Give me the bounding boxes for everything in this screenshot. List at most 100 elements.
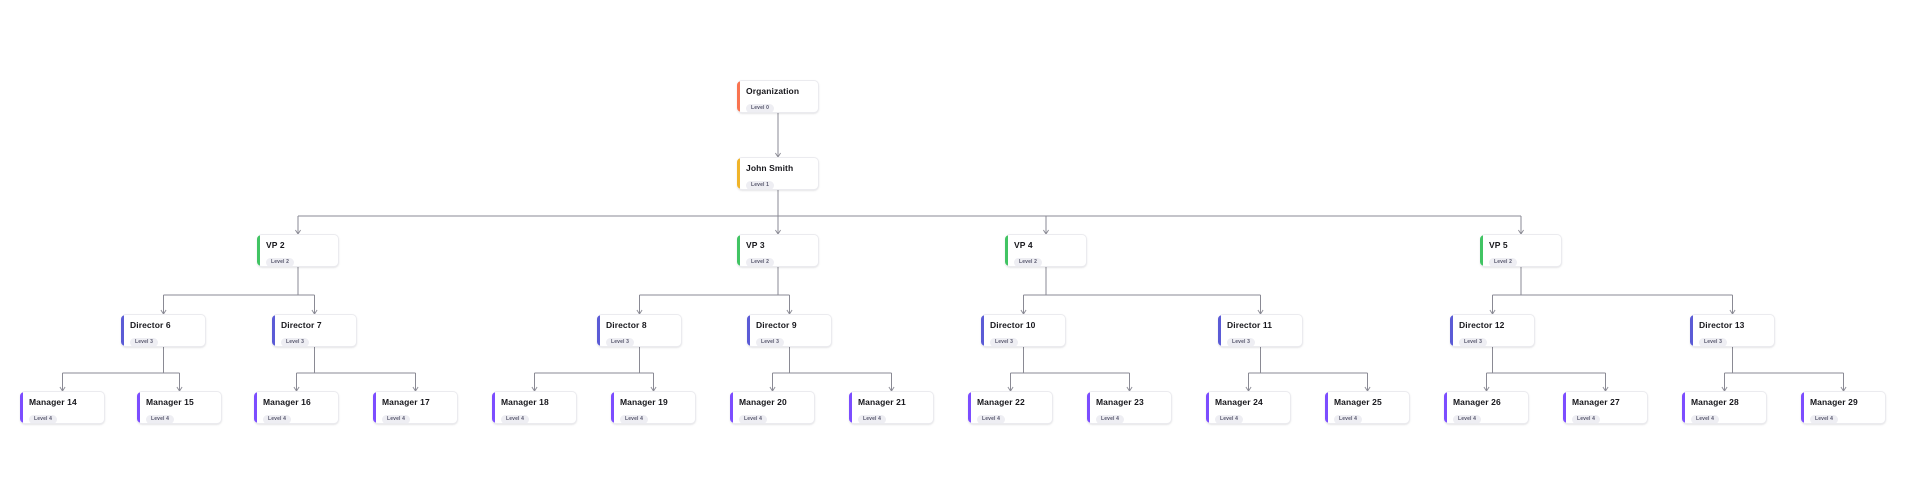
node-level-badge: Level 4 xyxy=(858,414,887,423)
node-accent-bar xyxy=(968,392,971,423)
node-accent-bar xyxy=(849,392,852,423)
org-node-n3[interactable]: VP 3 Level 2 xyxy=(737,234,819,267)
node-accent-bar xyxy=(1801,392,1804,423)
node-title: Manager 23 xyxy=(1096,397,1144,407)
node-title: Manager 15 xyxy=(146,397,194,407)
org-node-n9[interactable]: Director 9 Level 3 xyxy=(747,314,832,347)
node-accent-bar xyxy=(492,392,495,423)
org-node-n2[interactable]: VP 2 Level 2 xyxy=(257,234,339,267)
node-title: Manager 24 xyxy=(1215,397,1263,407)
node-accent-bar xyxy=(20,392,23,423)
node-level-badge: Level 3 xyxy=(1227,337,1256,346)
node-title: Manager 21 xyxy=(858,397,906,407)
node-level-badge: Level 3 xyxy=(130,337,159,346)
node-level-badge: Level 3 xyxy=(990,337,1019,346)
org-node-n8[interactable]: Director 8 Level 3 xyxy=(597,314,682,347)
node-accent-bar xyxy=(373,392,376,423)
node-accent-bar xyxy=(611,392,614,423)
org-node-n6[interactable]: Director 6 Level 3 xyxy=(121,314,206,347)
node-accent-bar xyxy=(257,235,260,266)
node-accent-bar xyxy=(1682,392,1685,423)
node-title: Manager 22 xyxy=(977,397,1025,407)
node-accent-bar xyxy=(1480,235,1483,266)
node-title: Manager 17 xyxy=(382,397,430,407)
node-title: VP 5 xyxy=(1489,240,1508,250)
node-level-badge: Level 3 xyxy=(281,337,310,346)
node-level-badge: Level 2 xyxy=(266,257,295,266)
node-title: John Smith xyxy=(746,163,794,173)
org-node-n29[interactable]: Manager 29 Level 4 xyxy=(1801,391,1886,424)
node-accent-bar xyxy=(1444,392,1447,423)
node-level-badge: Level 3 xyxy=(1699,337,1728,346)
org-node-n15[interactable]: Manager 15 Level 4 xyxy=(137,391,222,424)
node-title: Director 9 xyxy=(756,320,797,330)
node-accent-bar xyxy=(1087,392,1090,423)
node-title: Director 6 xyxy=(130,320,171,330)
org-node-n13[interactable]: Director 13 Level 3 xyxy=(1690,314,1775,347)
node-level-badge: Level 4 xyxy=(1334,414,1363,423)
node-level-badge: Level 0 xyxy=(746,103,775,112)
node-level-badge: Level 1 xyxy=(746,180,775,189)
node-accent-bar xyxy=(981,315,984,346)
node-level-badge: Level 4 xyxy=(1215,414,1244,423)
node-title: Manager 14 xyxy=(29,397,77,407)
node-level-badge: Level 4 xyxy=(1453,414,1482,423)
node-level-badge: Level 4 xyxy=(382,414,411,423)
node-title: Director 8 xyxy=(606,320,647,330)
node-level-badge: Level 2 xyxy=(1489,257,1518,266)
node-title: Manager 29 xyxy=(1810,397,1858,407)
node-level-badge: Level 4 xyxy=(146,414,175,423)
node-level-badge: Level 4 xyxy=(1810,414,1839,423)
node-title: Director 12 xyxy=(1459,320,1505,330)
node-accent-bar xyxy=(747,315,750,346)
org-node-n24[interactable]: Manager 24 Level 4 xyxy=(1206,391,1291,424)
node-accent-bar xyxy=(1005,235,1008,266)
node-level-badge: Level 2 xyxy=(1014,257,1043,266)
node-level-badge: Level 4 xyxy=(977,414,1006,423)
node-title: VP 3 xyxy=(746,240,765,250)
org-node-n5[interactable]: VP 5 Level 2 xyxy=(1480,234,1562,267)
node-level-badge: Level 4 xyxy=(739,414,768,423)
node-accent-bar xyxy=(1563,392,1566,423)
node-title: Manager 20 xyxy=(739,397,787,407)
node-accent-bar xyxy=(737,235,740,266)
node-level-badge: Level 3 xyxy=(606,337,635,346)
node-title: VP 2 xyxy=(266,240,285,250)
org-node-n11[interactable]: Director 11 Level 3 xyxy=(1218,314,1303,347)
node-accent-bar xyxy=(254,392,257,423)
node-title: Manager 27 xyxy=(1572,397,1620,407)
node-level-badge: Level 2 xyxy=(746,257,775,266)
org-node-n22[interactable]: Manager 22 Level 4 xyxy=(968,391,1053,424)
org-node-n14[interactable]: Manager 14 Level 4 xyxy=(20,391,105,424)
node-accent-bar xyxy=(1218,315,1221,346)
org-node-n4[interactable]: VP 4 Level 2 xyxy=(1005,234,1087,267)
node-accent-bar xyxy=(1450,315,1453,346)
node-accent-bar xyxy=(597,315,600,346)
node-accent-bar xyxy=(737,158,740,189)
org-node-n20[interactable]: Manager 20 Level 4 xyxy=(730,391,815,424)
node-title: Director 13 xyxy=(1699,320,1745,330)
node-title: Director 11 xyxy=(1227,320,1273,330)
org-node-n17[interactable]: Manager 17 Level 4 xyxy=(373,391,458,424)
node-title: VP 4 xyxy=(1014,240,1033,250)
node-level-badge: Level 3 xyxy=(756,337,785,346)
org-node-n25[interactable]: Manager 25 Level 4 xyxy=(1325,391,1410,424)
node-accent-bar xyxy=(730,392,733,423)
node-title: Manager 25 xyxy=(1334,397,1382,407)
org-node-n21[interactable]: Manager 21 Level 4 xyxy=(849,391,934,424)
node-title: Organization xyxy=(746,86,800,96)
node-level-badge: Level 4 xyxy=(29,414,58,423)
